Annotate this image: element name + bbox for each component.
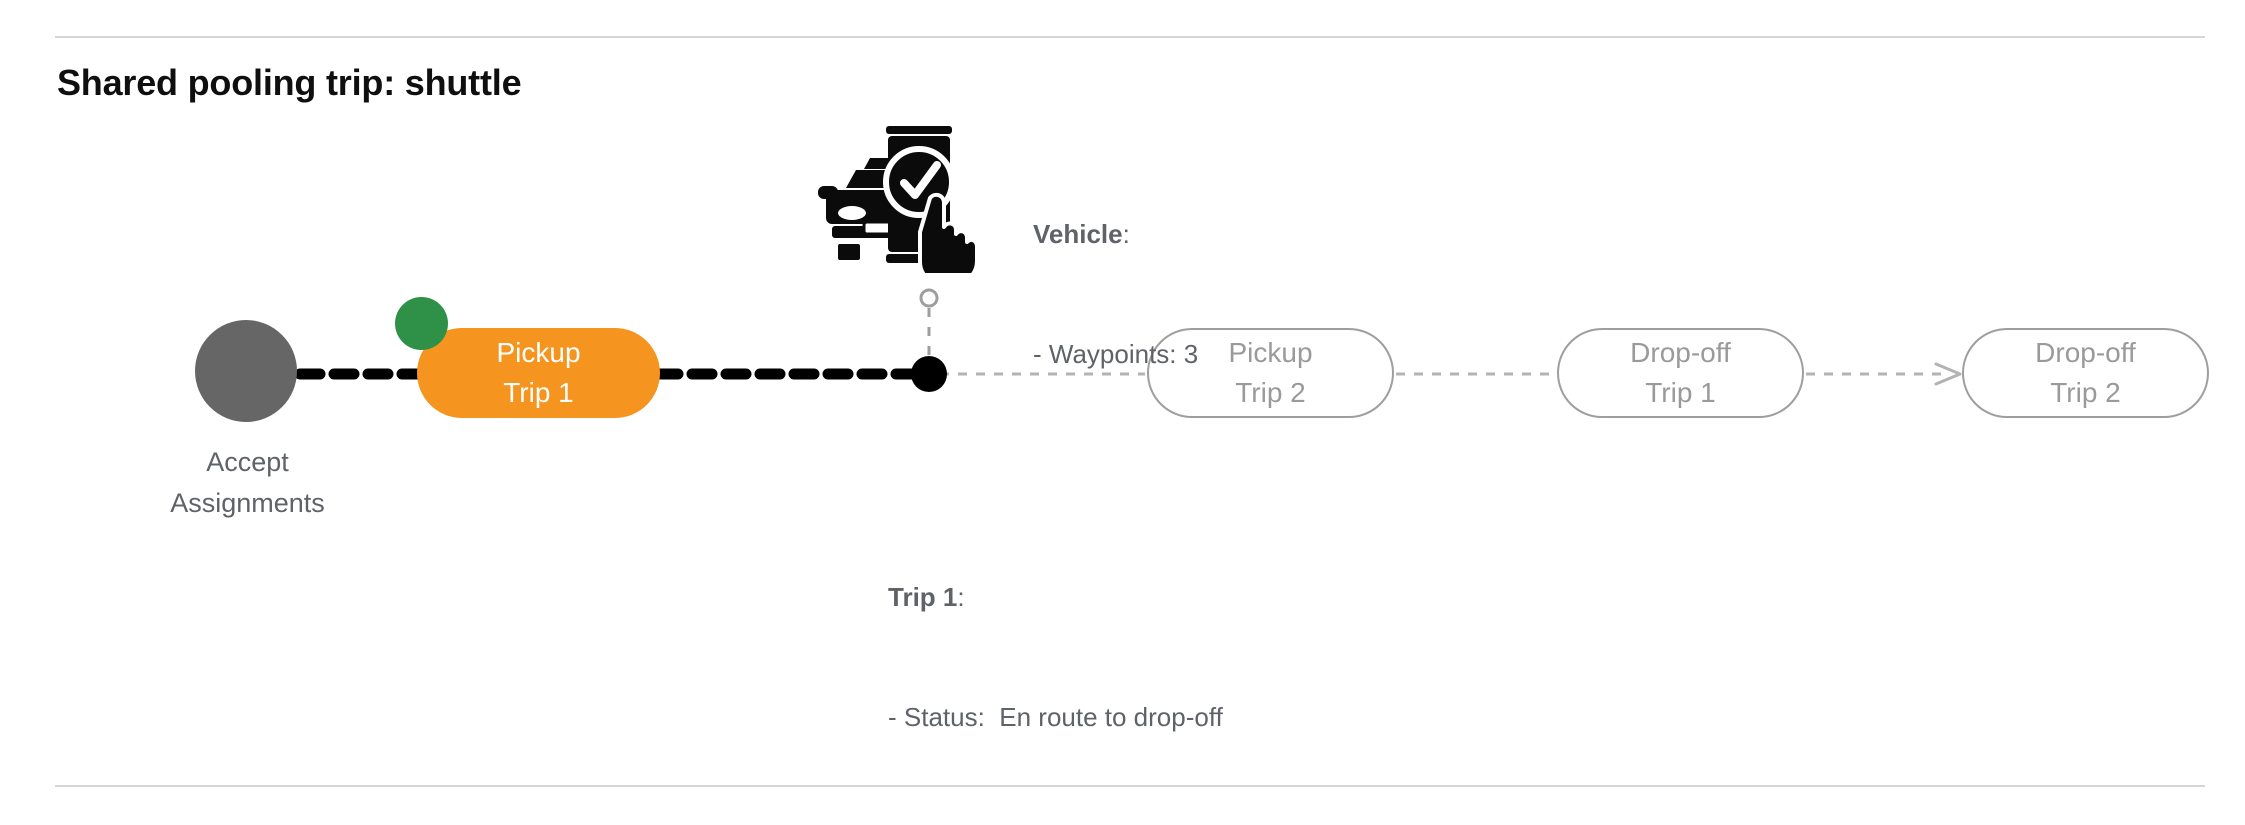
trip1-heading-text: Trip 1 [888,582,958,612]
top-divider [55,36,2205,38]
node-dropoff-trip-1-line1: Drop-off [1630,337,1731,368]
trip1-status: - Status: En route to drop-off [888,702,1223,732]
node-pickup-trip-2[interactable]: Pickup Trip 2 [1147,328,1394,418]
trip1-heading-colon: : [957,582,965,612]
node-pickup-trip-1-completed-badge [395,297,448,350]
vehicle-info-heading-text: Vehicle [1033,219,1123,249]
vehicle-info-waypoints: - Waypoints: 3 [1033,339,1199,369]
node-pickup-trip-1[interactable]: Pickup Trip 1 [417,328,660,418]
vehicle-info-heading: Vehicle: [1033,214,1198,254]
vehicle-info-heading-colon: : [1122,219,1130,249]
node-dropoff-trip-1-line2: Trip 1 [1645,377,1716,408]
trip1-remaining-waypoints: - Remaining waypoints: 2 [888,817,1223,825]
page-title: Shared pooling trip: shuttle [57,62,522,103]
accept-label-line1: Accept [206,447,289,477]
small-circle-icon [919,288,939,308]
node-pickup-trip-1-line2: Trip 1 [503,377,574,408]
node-accept-assignments-label: Accept Assignments [120,442,375,524]
node-dropoff-trip-2-line1: Drop-off [2035,337,2136,368]
node-pickup-trip-1-line1: Pickup [496,337,581,368]
accept-label-line2: Assignments [170,488,325,518]
node-dropoff-trip-2[interactable]: Drop-off Trip 2 [1962,328,2209,418]
node-pickup-trip-2-line2: Trip 2 [1235,377,1306,408]
trip1-heading: Trip 1: [888,577,1223,617]
node-pickup-trip-2-line1: Pickup [1228,337,1313,368]
bottom-divider [55,785,2205,787]
node-dropoff-trip-1[interactable]: Drop-off Trip 1 [1557,328,1804,418]
vehicle-info-block: Vehicle: - Waypoints: 3 [1033,134,1198,454]
trip-info-block: Trip 1: - Status: En route to drop-off -… [888,497,1223,825]
vehicle-app-check-icon [818,126,978,273]
node-dropoff-trip-2-line2: Trip 2 [2050,377,2121,408]
edge-arrowhead-icon [1934,362,1962,386]
current-position-dot-icon [911,356,947,392]
node-accept-assignments[interactable] [195,320,297,422]
